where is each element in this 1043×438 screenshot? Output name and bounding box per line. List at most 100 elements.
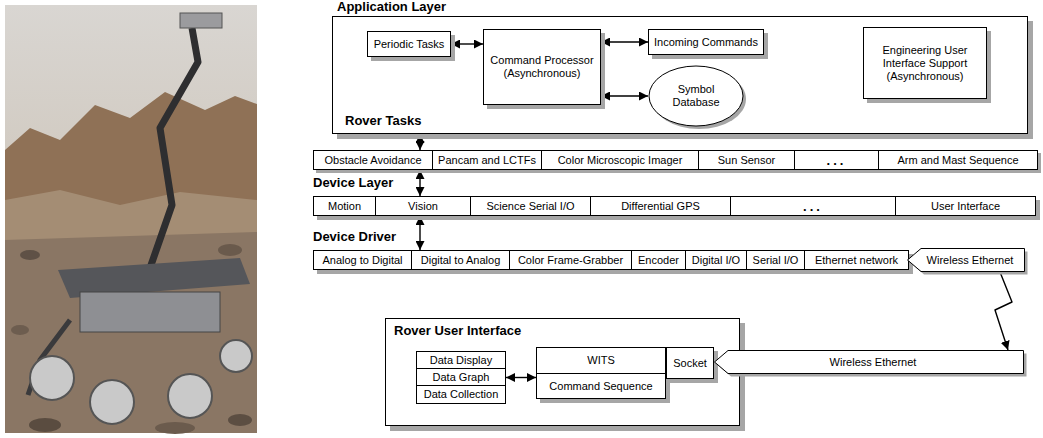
module-cell: Analog to Digital (314, 251, 412, 269)
process-box: Command Sequence (536, 373, 666, 399)
layer-band: Device DriverAnalog to DigitalDigital to… (313, 250, 909, 270)
arrow-body (908, 249, 1025, 272)
connector-arrow (995, 272, 1012, 350)
module-cell: Differential GPS (591, 197, 731, 215)
rock (228, 414, 252, 426)
process-box: Socket (666, 347, 714, 379)
rover-body (80, 292, 220, 332)
ellipse-body (649, 66, 743, 126)
node-label: Data Display (430, 354, 492, 367)
process-box: Incoming Commands (648, 29, 764, 55)
module-cell: Vision (376, 197, 471, 215)
layer-heading: Application Layer (337, 0, 446, 14)
node-label: Engineering User Interface Support (Asyn… (869, 44, 981, 83)
wheel (30, 356, 74, 400)
node-label: Command Sequence (549, 380, 652, 393)
node-label: Data Collection (424, 388, 499, 401)
node-label: Socket (673, 357, 707, 370)
node-label: Obstacle Avoidance (324, 154, 421, 167)
connector-arrow (601, 41, 648, 42)
module-cell: Encoder (632, 251, 686, 269)
node-label: Motion (328, 200, 361, 213)
connector-arrow (419, 170, 420, 196)
rock (20, 250, 40, 260)
rover-photo (0, 0, 262, 438)
arrow-shape: Wireless Ethernet (907, 248, 1025, 272)
module-cell: Serial I/O (747, 251, 805, 269)
node-label: Ethernet network (815, 254, 898, 267)
layer-panel: Application LayerRover TasksPeriodic Tas… (332, 16, 1028, 134)
wheel (168, 374, 212, 418)
module-cell: Ethernet network (805, 251, 909, 269)
module-cell: User Interface (896, 197, 1036, 215)
node-label: WITS (537, 354, 665, 367)
sky (5, 5, 257, 433)
node-label: Command Processor (Asynchronous) (489, 54, 595, 80)
module-cell: Digital I/O (686, 251, 747, 269)
connector-arrow (419, 134, 420, 150)
process-box: WITS Command Sequence (536, 347, 666, 399)
node-label: Sun Sensor (718, 154, 775, 167)
module-cell: Science Serial I/O (471, 197, 591, 215)
connector-arrow (601, 95, 648, 96)
layer-heading: Rover User Interface (394, 324, 521, 338)
layer-heading: Rover Tasks (345, 114, 421, 128)
node-label: Serial I/O (753, 254, 799, 267)
task-cell: Sun Sensor (698, 150, 795, 170)
node-label: ... (803, 200, 823, 213)
node-label: Incoming Commands (654, 36, 758, 49)
node-label: Wireless Ethernet (927, 254, 1014, 267)
node-label: Color Microscopic Imager (558, 154, 683, 167)
node-label: Color Frame-Grabber (518, 254, 623, 267)
module-cell: ... (731, 197, 896, 215)
connector-arrow (419, 216, 420, 250)
node-label: Analog to Digital (322, 254, 402, 267)
node-label: ... (827, 154, 847, 167)
rock (11, 325, 29, 335)
process-box: Command Processor (Asynchronous) (483, 29, 601, 105)
process-box: Data Collection (416, 385, 506, 404)
task-cell: Obstacle Avoidance (313, 150, 433, 170)
node-label: Science Serial I/O (486, 200, 574, 213)
node-label: Data Graph (433, 371, 490, 384)
database-ellipse: Symbol Database (648, 65, 744, 127)
module-cell: Motion (314, 197, 376, 215)
node-label: Arm and Mast Sequence (897, 154, 1018, 167)
rock (155, 422, 195, 434)
process-box: Periodic Tasks (367, 31, 451, 57)
rocky-ground (5, 232, 257, 433)
mountain (5, 92, 257, 433)
camera-head (180, 13, 222, 28)
mast (150, 28, 198, 268)
layer-band: Device LayerMotionVisionScience Serial I… (313, 196, 1036, 216)
connector-arrow (506, 377, 536, 378)
node-label: Wireless Ethernet (830, 356, 917, 369)
node-label: Symbol Database (664, 83, 728, 109)
node-label: Encoder (638, 254, 679, 267)
node-label: User Interface (931, 200, 1000, 213)
connector-arrow (451, 43, 483, 44)
wheel (220, 340, 252, 372)
node-label: Digital to Analog (421, 254, 501, 267)
task-cell: Arm and Mast Sequence (878, 150, 1038, 170)
node-label: Digital I/O (692, 254, 740, 267)
process-box: Engineering User Interface Support (Asyn… (863, 27, 987, 99)
wheel (90, 380, 134, 424)
node-label: Pancam and LCTFs (438, 154, 536, 167)
layer-panel: Rover User InterfaceData DisplayData Gra… (385, 318, 740, 426)
task-cell: ... (794, 150, 879, 170)
ground (5, 190, 257, 433)
arrow-body (715, 351, 1024, 374)
rock (218, 244, 242, 256)
task-cell: Color Microscopic Imager (541, 150, 699, 170)
node-label: Differential GPS (621, 200, 700, 213)
layer-heading: Device Driver (313, 230, 396, 244)
node-label: Periodic Tasks (374, 38, 445, 51)
node-label: Vision (408, 200, 438, 213)
task-cell: Pancam and LCTFs (432, 150, 542, 170)
module-cell: Color Frame-Grabber (510, 251, 632, 269)
rock (29, 418, 61, 432)
arrow-shape: Wireless Ethernet (714, 350, 1024, 374)
layer-heading: Device Layer (313, 176, 393, 190)
